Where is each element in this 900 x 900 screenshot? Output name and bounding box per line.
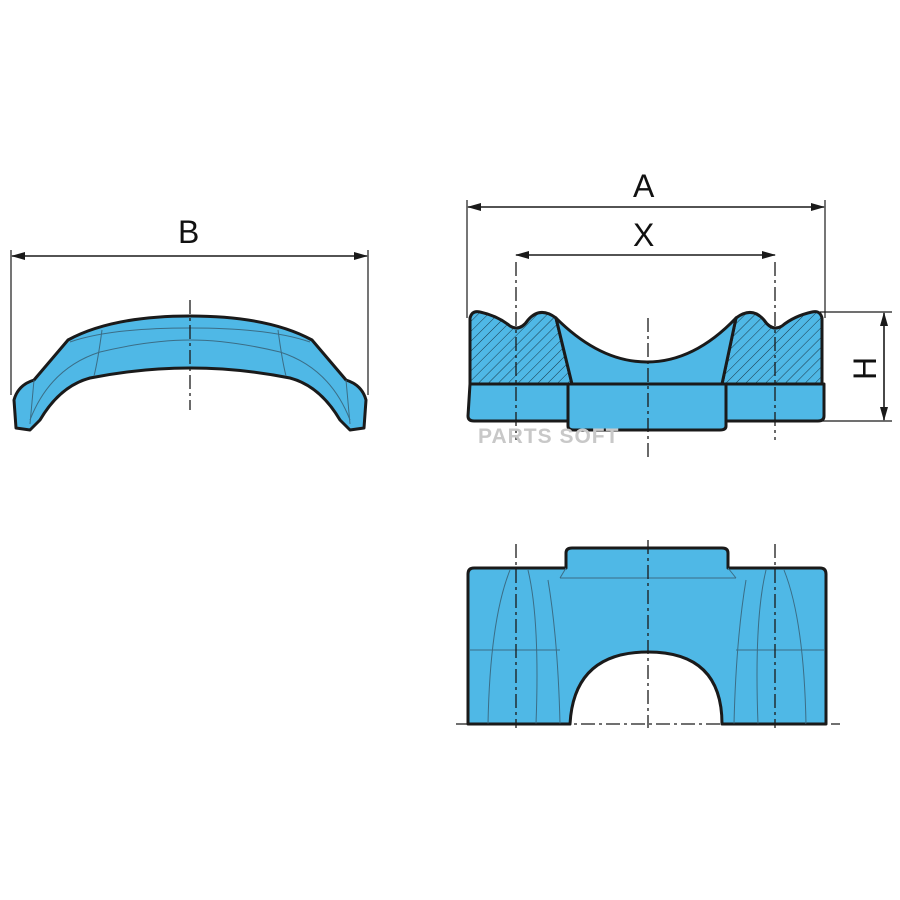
front-view-section-right — [720, 310, 824, 386]
dimension-label-h: H — [847, 357, 883, 380]
top-view-contour-left-c — [547, 579, 561, 725]
front-view-section-left — [468, 310, 574, 386]
watermark: PARTS SOFT — [478, 425, 619, 448]
top-view-contour-left-b — [527, 569, 538, 725]
front-view: A X H PARTS SOFT — [466, 168, 892, 458]
side-view-contour-inner — [29, 339, 351, 421]
top-view-contour-right-c — [733, 579, 747, 725]
side-view-lip-left — [29, 379, 35, 425]
front-view-center-shoe — [566, 382, 728, 432]
side-view: B — [10, 214, 369, 432]
side-view-rib-right — [277, 329, 287, 377]
top-view-contour-right-a — [783, 569, 807, 725]
top-view — [456, 540, 840, 728]
dimension-label-x: X — [633, 217, 654, 253]
top-view-body — [466, 546, 828, 726]
side-view-rib-left — [93, 329, 103, 377]
side-view-lip-right — [345, 379, 351, 425]
dimension-label-a: A — [633, 168, 655, 204]
top-view-contour-left-a — [487, 569, 511, 725]
dimension-label-b: B — [178, 214, 199, 250]
side-view-body — [12, 314, 368, 432]
front-view-saddle — [554, 316, 738, 386]
top-view-contour-right-b — [756, 569, 767, 725]
